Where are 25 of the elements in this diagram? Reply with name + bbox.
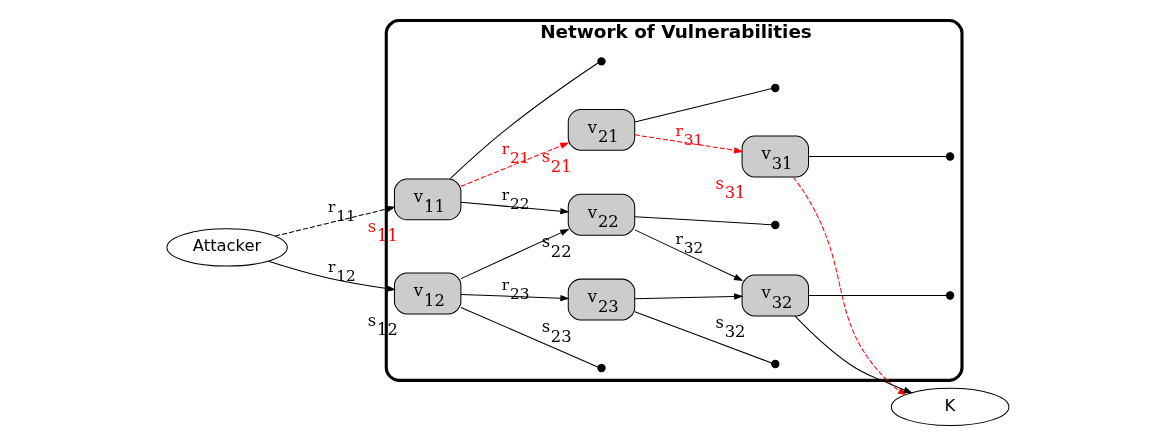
node-ellipse: Attacker [165, 228, 288, 267]
arrow [460, 142, 569, 187]
arrow [633, 229, 743, 281]
connector [807, 295, 947, 296]
node-circle [945, 291, 954, 300]
arrow [794, 315, 913, 394]
connector [807, 155, 947, 157]
connector [633, 311, 772, 364]
arrow [633, 293, 743, 300]
node-circle [945, 152, 954, 161]
arrow [267, 260, 396, 292]
connector [449, 62, 598, 180]
arrow [460, 228, 569, 280]
connector [460, 306, 598, 368]
node-circle [770, 359, 779, 369]
node-circle [770, 83, 779, 93]
connector [633, 216, 772, 226]
arrow [460, 294, 570, 302]
connector [633, 88, 772, 123]
arrow [633, 134, 743, 154]
node-circle [596, 363, 606, 373]
arrow [274, 205, 396, 237]
node-circle [596, 57, 606, 66]
arrow [792, 176, 907, 396]
node-circle [770, 220, 779, 230]
